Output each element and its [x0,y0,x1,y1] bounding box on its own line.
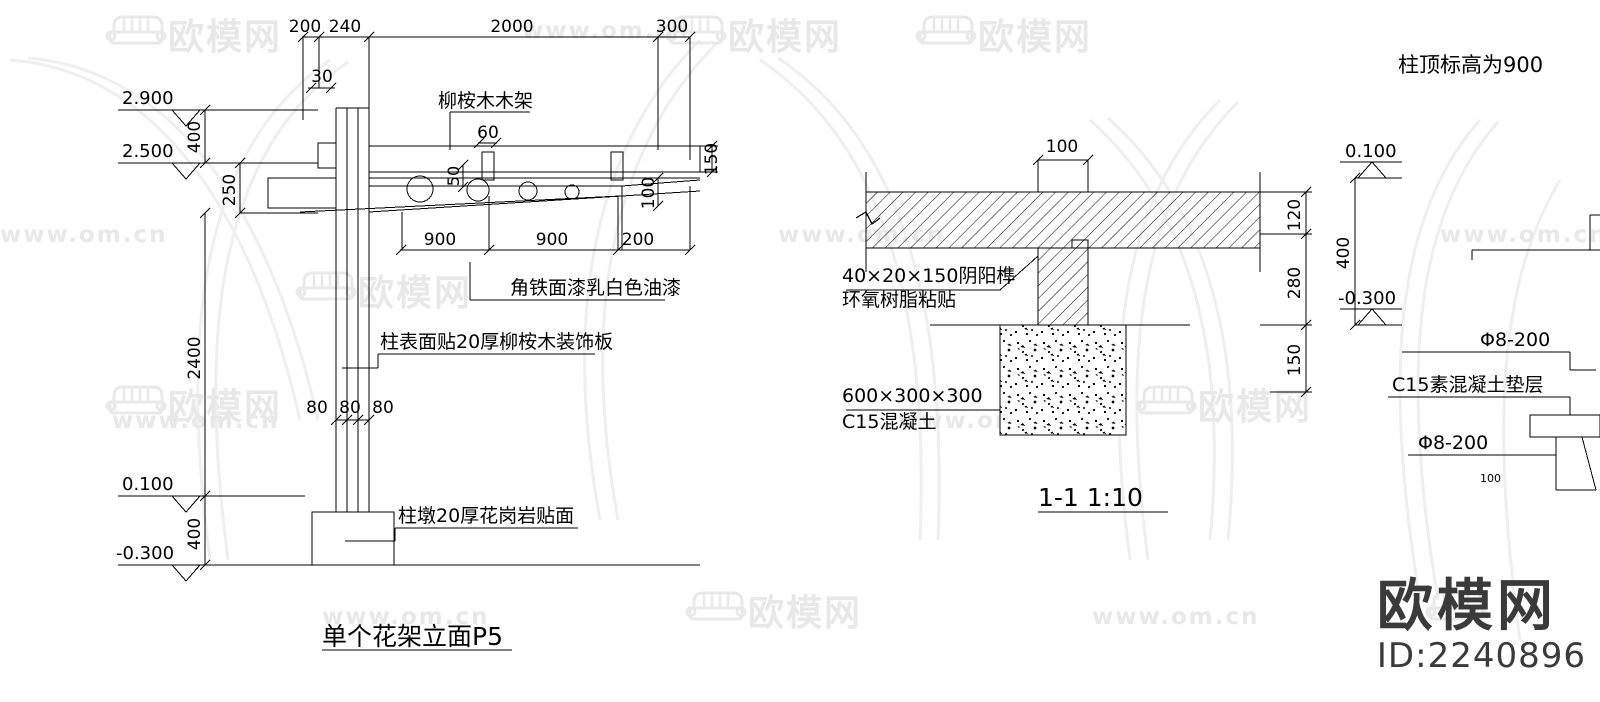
dim-top-240: 240 [329,17,361,37]
level-neg0300-section: -0.300 [1338,288,1396,309]
annotation-footing-line2: C15混凝土 [842,411,936,433]
dim-top-30: 30 [311,67,333,87]
annotation-tenon-line1: 40×20×150阴阳榫 [842,265,1015,287]
rebar-spec-top: Φ8-200 [1480,329,1550,351]
level-0100-section: 0.100 [1345,141,1397,162]
site-logo: 欧模网 ID:2240896 [1376,573,1586,676]
dim-50: 50 [444,166,463,186]
logo-model-id: ID:2240896 [1376,635,1586,676]
dim-top-2000: 2000 [490,17,533,37]
annotation-footing-line1: 600×300×300 [842,385,983,407]
annotation-pier-granite: 柱墩20厚花岗岩贴面 [398,505,574,527]
logo-brand-text: 欧模网 [1376,573,1557,639]
dim-150-section: 150 [1285,344,1305,376]
dim-200-b: 200 [622,230,654,250]
note-column-top-elevation: 柱顶标高为900 [1398,53,1543,77]
annotation-column-veneer: 柱表面贴20厚柳桉木装饰板 [380,331,613,353]
level-0100: 0.100 [122,474,174,495]
drawing-title: 单个花架立面P5 [322,622,503,651]
dim-900-b: 900 [536,230,568,250]
dim-400-lower: 400 [185,518,205,550]
dim-80-b: 80 [339,398,361,418]
annotation-angle-iron-paint: 角铁面漆乳白色油漆 [510,277,681,299]
dim-280: 280 [1285,267,1305,299]
dim-2400: 2400 [185,336,205,379]
dim-120: 120 [1285,199,1305,231]
dim-60: 60 [477,123,499,143]
dim-80-c: 80 [372,398,394,418]
dim-top-200: 200 [289,17,321,37]
level-2500: 2.500 [122,141,174,162]
dim-100-right: 100 [1480,472,1501,485]
annotation-tenon-line2: 环氧树脂粘贴 [842,289,956,311]
dim-top-300: 300 [656,17,688,37]
level-2900: 2.900 [122,88,174,109]
dim-400-upper: 400 [185,121,205,153]
annotation-c15-cushion: C15素混凝土垫层 [1392,374,1543,396]
dim-80-a: 80 [306,398,328,418]
annotation-liuan-wood-frame: 柳桉木木架 [438,90,533,112]
rebar-spec-bottom: Φ8-200 [1418,432,1488,454]
level-neg0300: -0.300 [116,543,174,564]
dim-150: 150 [702,143,722,175]
dim-250: 250 [220,174,240,206]
dim-100-section: 100 [1046,137,1078,157]
dim-400-section: 400 [1334,237,1354,269]
section-title: 1-1 1:10 [1038,483,1143,512]
dim-100-beam: 100 [639,177,659,209]
dim-900-a: 900 [424,230,456,250]
